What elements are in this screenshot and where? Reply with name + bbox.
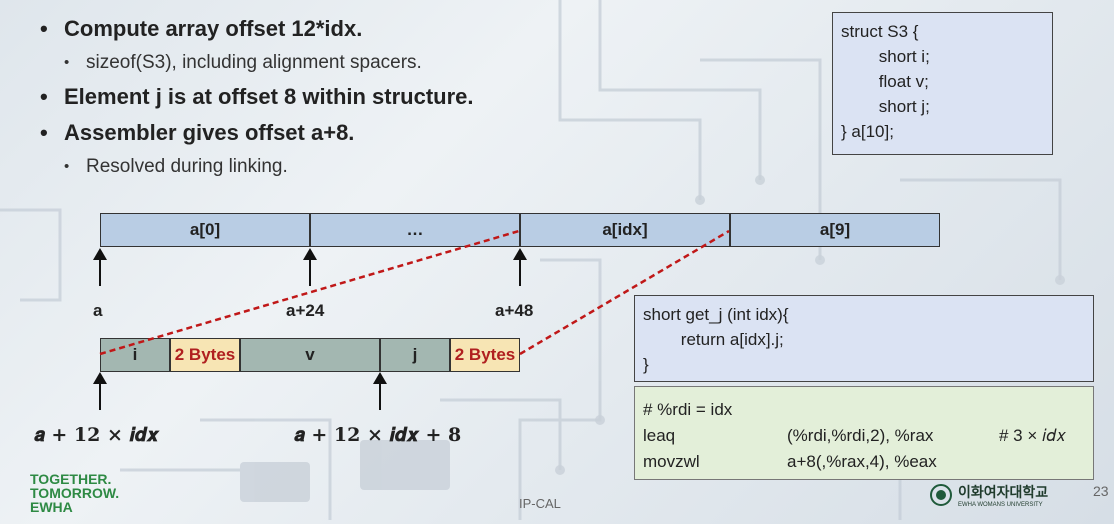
bullet-element-j: Element j is at offset 8 within structur… [40,82,474,112]
asm-op: movzwl [643,452,700,471]
bullet-linking: Resolved during linking. [40,154,474,180]
university-seal-icon [930,484,952,506]
offset-label-a24: a+24 [286,301,325,320]
asm-args: (%rdi,%rdi,2), %rax [787,426,934,445]
padding-2: 2 Bytes [450,338,520,372]
array-bar: a[0] … a[idx] a[9] [100,213,940,247]
arrow-up-a48 [513,248,527,286]
asm-op: leaq [643,426,676,445]
struct-layout-bar: i 2 Bytes v j 2 Bytes [100,338,520,372]
asm-args: a+8(,%rax,4), %eax [787,452,937,471]
array-cell-a0: a[0] [100,213,310,247]
asm-note: # 3 × 𝑖𝑑𝑥 [999,426,1066,445]
bullet-compute-offset: Compute array offset 12*idx. [40,14,474,44]
dashed-line-left [99,229,520,356]
array-cell-aidx: a[idx] [520,213,730,247]
bullet-sizeof: sizeof(S3), including alignment spacers. [40,50,474,76]
arrow-up-field-j [373,372,387,410]
assembly-box: # %rdi = idx leaq (%rdi,%rdi,2), %rax # … [634,386,1094,480]
offset-label-a48: a+48 [495,301,534,320]
field-j: j [380,338,450,372]
arrow-up-a [93,248,107,286]
bullet-list: Compute array offset 12*idx. sizeof(S3),… [40,14,474,186]
arrow-up-a24 [303,248,317,286]
asm-row-movzwl: movzwl a+8(,%rax,4), %eax [643,449,1083,475]
field-v: v [240,338,380,372]
bullet-assembler: Assembler gives offset a+8. [40,118,474,148]
math-offset-j: 𝒂 + 𝟏𝟐 × 𝒊𝒅𝒙 + 𝟖 [294,424,462,446]
math-offset-base: 𝒂 + 𝟏𝟐 × 𝒊𝒅𝒙 [34,424,159,446]
padding-1: 2 Bytes [170,338,240,372]
asm-row-leaq: leaq (%rdi,%rdi,2), %rax # 3 × 𝑖𝑑𝑥 [643,423,1083,449]
get-j-function-box: short get_j (int idx){ return a[idx].j; … [634,295,1094,382]
array-cell-a9: a[9] [730,213,940,247]
ewha-university-logo: 이화여자대학교 EWHA WOMANS UNIVERSITY [930,482,1048,508]
page-number: 23 [1093,483,1109,499]
arrow-up-struct-start [93,372,107,410]
struct-definition-box: struct S3 { short i; float v; short j; }… [832,12,1053,155]
dashed-line-right [519,229,730,356]
offset-label-a: a [93,301,103,320]
field-i: i [100,338,170,372]
footer-label: IP-CAL [519,496,561,511]
together-tomorrow-logo: TOGETHER. TOMORROW. EWHA [30,471,120,515]
asm-comment: # %rdi = idx [643,400,733,419]
